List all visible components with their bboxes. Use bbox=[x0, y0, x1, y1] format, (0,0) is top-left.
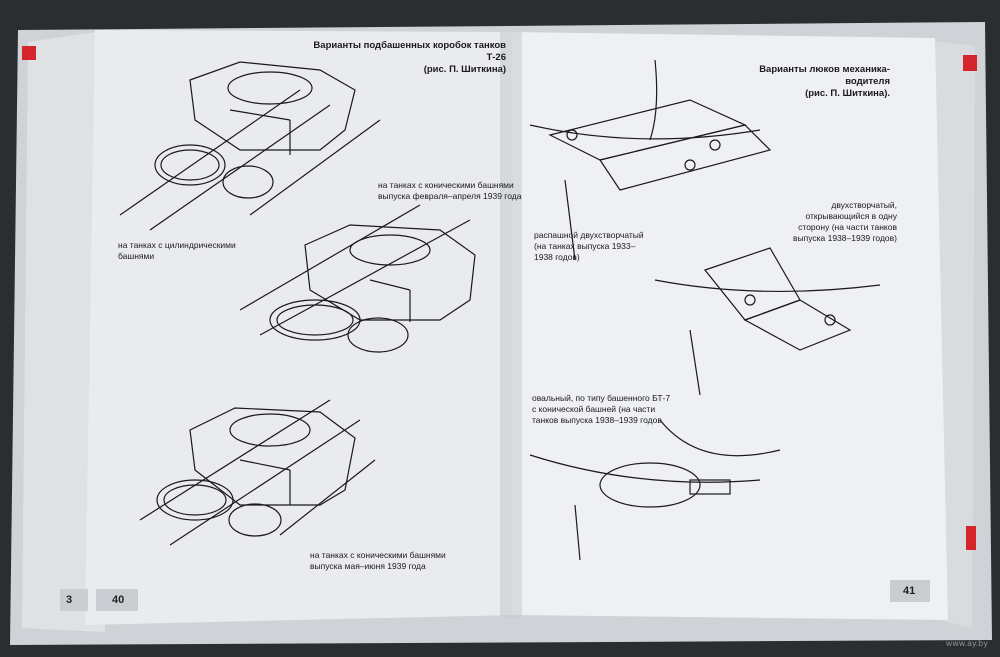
turret-drawings bbox=[119, 61, 476, 546]
turret-box-conical-feb bbox=[304, 224, 476, 321]
right-heading-line1: Варианты люков механика-водителя bbox=[759, 64, 890, 87]
hull-line bbox=[149, 104, 331, 231]
hatch-lock bbox=[689, 479, 731, 495]
hull-curve bbox=[654, 279, 881, 293]
hatch-leaf-closed bbox=[599, 124, 772, 191]
caption-cylindrical-line2: башнями bbox=[118, 251, 155, 261]
hatch-ring-inner bbox=[163, 484, 227, 516]
watermark: www.ay.by bbox=[945, 639, 988, 648]
hull-curve bbox=[649, 59, 658, 141]
hatch-ring-small bbox=[228, 503, 282, 537]
caption-double-line4: выпуска 1938–1939 годов) bbox=[792, 233, 897, 243]
caption-hinged-line1: распашной двухстворчатый bbox=[534, 230, 644, 240]
caption-conical-feb-line1: на танках с коническими башнями bbox=[378, 180, 514, 190]
right-page bbox=[512, 32, 948, 620]
caption-oval-line1: овальный, по типу башенного БТ-7 bbox=[532, 393, 671, 403]
oval-hatch bbox=[599, 462, 701, 508]
red-tab-right bbox=[963, 55, 977, 71]
hull-curve bbox=[529, 124, 761, 140]
hull-line bbox=[279, 459, 376, 536]
page-tab-right bbox=[890, 580, 930, 602]
page-tab-prev bbox=[60, 589, 88, 611]
caption-oval-line3: танков выпуска 1938–1939 годов bbox=[532, 415, 662, 425]
right-heading-line2: (рис. П. Шиткина). bbox=[805, 88, 890, 99]
hull-edge bbox=[564, 179, 576, 261]
caption-double-line1: двухстворчатый, bbox=[831, 200, 897, 210]
hinge bbox=[744, 294, 756, 306]
box-edge bbox=[369, 279, 411, 291]
caption-hinged-line3: 1938 годов) bbox=[534, 252, 580, 262]
left-heading-line1: Варианты подбашенных коробок танков Т-26 bbox=[313, 40, 506, 63]
hatch-ring bbox=[269, 299, 361, 341]
hull-line bbox=[249, 119, 381, 216]
caption-oval-line2: с конической башней (на части bbox=[532, 404, 656, 414]
hatch-ring-inner bbox=[276, 304, 354, 336]
left-page bbox=[85, 30, 512, 625]
caption-double-line3: сторону (на части танков bbox=[798, 222, 897, 232]
gutter-shadow bbox=[500, 32, 522, 617]
hull-edge bbox=[574, 504, 581, 561]
left-page-heading: Варианты подбашенных коробок танков Т-26… bbox=[300, 40, 506, 76]
hull-line bbox=[119, 89, 301, 216]
hinge bbox=[566, 129, 578, 141]
left-page-number: 40 bbox=[112, 594, 125, 606]
right-page-heading: Варианты люков механика-водителя (рис. П… bbox=[720, 64, 890, 100]
box-edge bbox=[239, 459, 291, 471]
left-heading-line2: (рис. П. Шиткина) bbox=[423, 64, 506, 75]
hinge bbox=[684, 159, 696, 171]
hatch-leaf-closed bbox=[743, 299, 852, 351]
hatch-ring-small bbox=[347, 317, 409, 353]
page-tab-left bbox=[96, 589, 138, 611]
caption-conical-feb: на танках с коническими башнями выпуска … bbox=[378, 180, 521, 202]
caption-hinged: распашной двухстворчатый (на танках выпу… bbox=[534, 230, 644, 263]
hatch-drawings bbox=[529, 59, 881, 561]
caption-conical-may-line1: на танках с коническими башнями bbox=[310, 550, 446, 560]
caption-double-line2: открывающийся в одну bbox=[805, 211, 897, 221]
red-tab-left bbox=[22, 46, 36, 60]
hinge bbox=[824, 314, 836, 326]
caption-conical-may-line2: выпуска мая–июня 1939 года bbox=[310, 561, 426, 571]
hatch-ring bbox=[156, 479, 234, 521]
prev-page-number: 3 bbox=[66, 594, 73, 606]
caption-hinged-line2: (на танках выпуска 1933– bbox=[534, 241, 636, 251]
turret-box-cylindrical bbox=[189, 61, 356, 151]
caption-cylindrical-line1: на танках с цилиндрическими bbox=[118, 240, 236, 250]
turret-ring bbox=[349, 234, 431, 266]
caption-conical-may: на танках с коническими башнями выпуска … bbox=[310, 550, 446, 572]
hatch-ring bbox=[154, 144, 226, 186]
right-page-number: 41 bbox=[903, 585, 916, 597]
hatch-ring-inner bbox=[160, 149, 220, 181]
turret-ring bbox=[227, 71, 313, 105]
hull-line bbox=[259, 219, 471, 336]
turret-ring bbox=[229, 413, 311, 447]
hinge bbox=[709, 139, 721, 151]
caption-cylindrical: на танках с цилиндрическими башнями bbox=[118, 240, 236, 262]
red-tab-right-bottom bbox=[966, 526, 976, 550]
hull-curve bbox=[659, 419, 781, 457]
box-edge bbox=[229, 109, 291, 121]
hull-edge bbox=[689, 329, 701, 396]
caption-conical-feb-line2: выпуска февраля–апреля 1939 года bbox=[378, 191, 522, 201]
caption-oval: овальный, по типу башенного БТ-7 с конич… bbox=[532, 393, 670, 426]
caption-double: двухстворчатый, открывающийся в одну сто… bbox=[792, 200, 897, 244]
hull-line bbox=[139, 399, 331, 521]
hull-line bbox=[239, 204, 421, 311]
hull-line bbox=[169, 419, 361, 546]
hatch-ring-small bbox=[222, 165, 274, 199]
